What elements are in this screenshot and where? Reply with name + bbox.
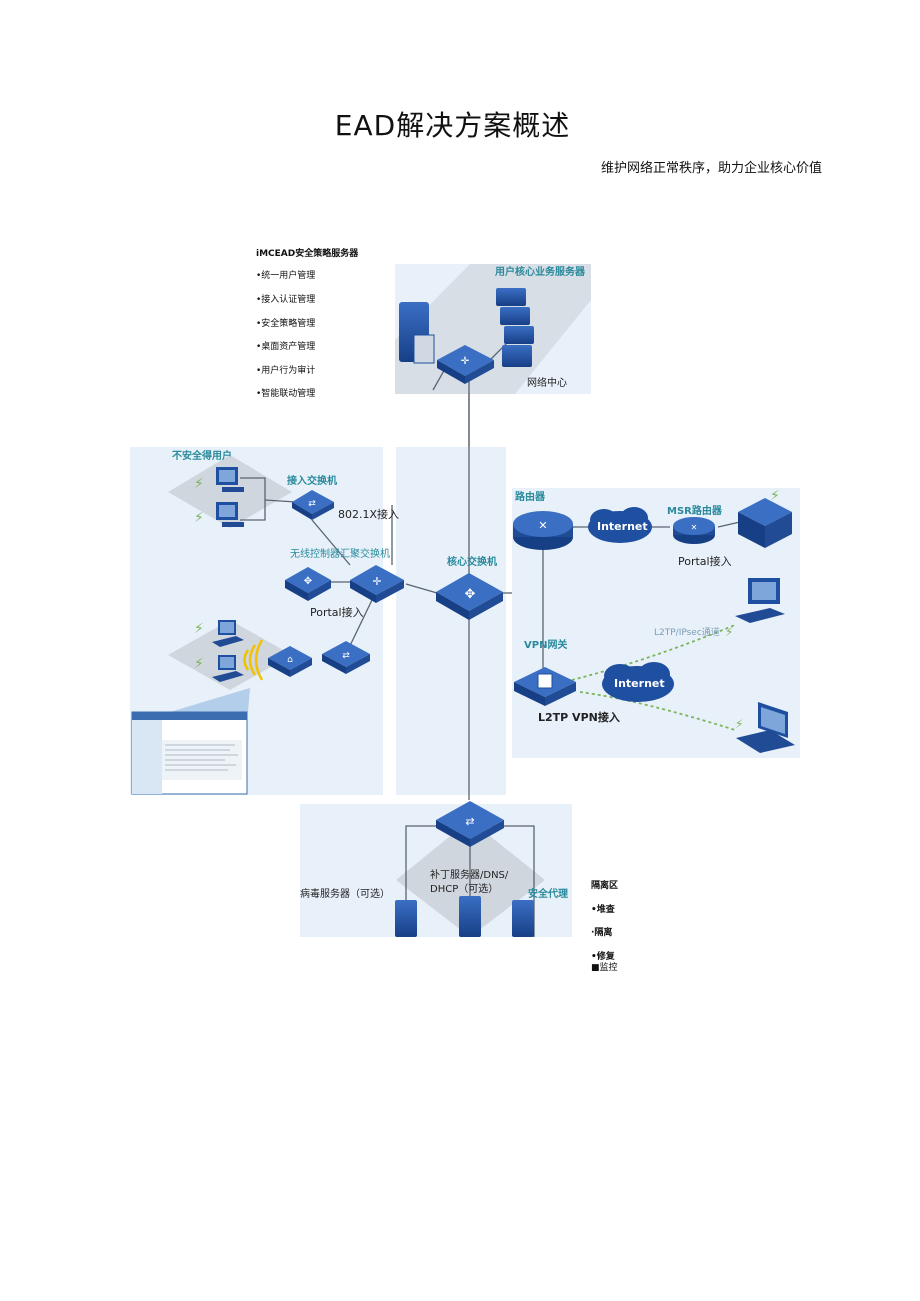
l2tp-access-label: L2TP VPN接入: [538, 711, 620, 724]
remote-pc-icon: [735, 578, 785, 623]
router-label: 路由器: [515, 492, 545, 503]
patch-server-label-1: 补丁服务器/DNS/: [430, 870, 509, 881]
isolation-title: 隔离区: [591, 881, 619, 891]
policy-server-title: iMCEAD安全策略服务器: [256, 249, 359, 259]
security-proxy-label: 安全代理: [528, 889, 568, 900]
wireless-switch-icon: ⇄: [322, 641, 370, 674]
access-switch-label: 接入交换机: [287, 476, 337, 487]
page-subtitle: 维护网络正常秩序，助力企业核心价值: [600, 161, 822, 176]
core-panel: [396, 447, 506, 795]
page-title: EAD解决方案概述: [334, 109, 571, 142]
svg-text:✛: ✛: [372, 575, 381, 588]
access-point-icon: ⌂: [268, 646, 312, 677]
svg-text:⇄: ⇄: [308, 499, 316, 509]
svg-text:⚡: ⚡: [194, 476, 204, 492]
svg-text:⚡: ⚡: [770, 488, 780, 504]
policy-item-audit: •用户行为审计: [256, 366, 316, 376]
tunnel-label: L2TP/IPsec通道: [654, 628, 720, 638]
laptop-icon: [212, 620, 244, 682]
server-rack-icon: [496, 288, 534, 367]
isolation-item-monitor: ■监控: [591, 963, 618, 973]
svg-text:✥: ✥: [304, 576, 312, 587]
isolation-item-check: •堆查: [591, 905, 615, 915]
center-switch-icon: ✛: [437, 345, 494, 384]
branch-building-icon: [738, 498, 792, 548]
network-center-label: 网络中心: [527, 378, 567, 389]
portal-access-left-label: Portal接入: [310, 606, 364, 619]
client-window-icon: [131, 711, 248, 795]
remote-laptop-icon: [736, 702, 795, 753]
isolation-item-repair: •修复: [591, 952, 615, 962]
svg-text:⇄: ⇄: [465, 815, 474, 828]
svg-text:✕: ✕: [691, 523, 698, 532]
client-beam: [170, 688, 250, 712]
isolation-switch-icon: ⇄: [436, 801, 504, 847]
svg-text:✕: ✕: [538, 519, 547, 532]
policy-item-asset-mgmt: •桌面资产管理: [256, 342, 316, 352]
dot1x-label: 802.1X接入: [338, 508, 400, 521]
cloud-icon: [588, 507, 652, 543]
vpn-gateway-icon: [514, 667, 576, 706]
svg-text:⚡: ⚡: [194, 621, 204, 637]
svg-text:⇄: ⇄: [342, 651, 350, 661]
svg-text:⚡: ⚡: [194, 510, 204, 526]
policy-item-auth-mgmt: •接入认证管理: [256, 295, 316, 305]
msr-router-label: MSR路由器: [667, 506, 722, 517]
wireless-arc-icon: [243, 639, 264, 681]
aggregation-switch-icon: ✛: [350, 565, 404, 603]
policy-item-user-mgmt: •统一用户管理: [256, 271, 316, 281]
portal-access-right-label: Portal接入: [678, 555, 732, 568]
isolation-item-isolate: ·隔离: [591, 928, 613, 938]
wireless-switch-label: 无线控制器汇聚交换机: [290, 549, 390, 560]
access-switch-icon: ⇄: [292, 490, 334, 520]
wireless-controller-icon: ✥: [285, 567, 331, 601]
core-servers-label: 用户核心业务服务器: [495, 267, 585, 278]
unsafe-pc-icon: [216, 467, 244, 527]
unsafe-users-label: 不安全得用户: [172, 451, 232, 462]
vpn-gateway-label: VPN网关: [524, 640, 568, 651]
policy-item-linkage: •智能联动管理: [256, 389, 316, 399]
internet-bottom-label: Internet: [614, 677, 665, 690]
svg-text:✛: ✛: [461, 356, 470, 367]
svg-text:⚡: ⚡: [194, 656, 204, 672]
core-switch-label: 核心交换机: [447, 557, 497, 568]
warning-plug-icon: ⚡ ⚡ ⚡ ⚡ ⚡ ⚡ ⚡: [194, 476, 780, 731]
patch-server-label-2: DHCP（可选）: [430, 884, 499, 895]
svg-text:⚡: ⚡: [735, 717, 743, 731]
core-switch-icon: ✥: [436, 573, 503, 620]
server-tower-icon: [395, 896, 534, 937]
server-tower-icon: [399, 302, 435, 364]
cloud-icon: [602, 662, 674, 702]
svg-text:✥: ✥: [465, 587, 476, 602]
antivirus-server-label: 病毒服务器（可选）: [300, 889, 390, 900]
router-icon: ✕: [513, 511, 573, 550]
svg-text:⚡: ⚡: [725, 625, 733, 639]
policy-item-policy-mgmt: •安全策略管理: [256, 319, 316, 329]
svg-text:⌂: ⌂: [287, 655, 293, 665]
internet-top-label: Internet: [597, 520, 648, 533]
msr-router-icon: ✕: [673, 517, 715, 544]
